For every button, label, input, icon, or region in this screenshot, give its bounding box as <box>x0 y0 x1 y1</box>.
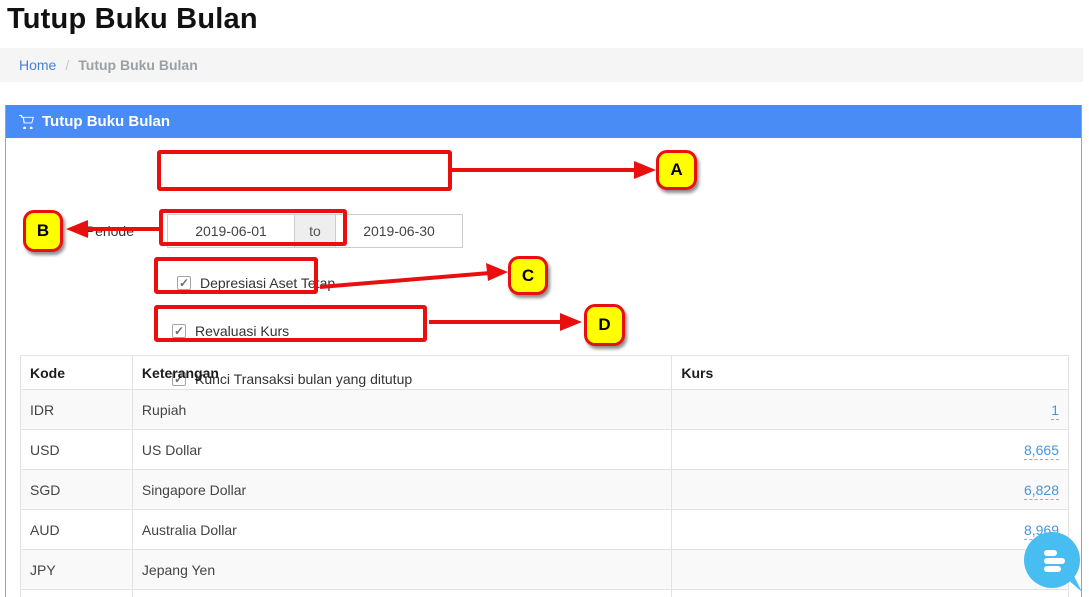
page-title: Tutup Buku Bulan <box>7 3 258 35</box>
table-header-row: Kode Keterangan Kurs <box>20 355 1069 390</box>
panel-title: Tutup Buku Bulan <box>42 113 171 130</box>
main-panel: Tutup Buku Bulan Periode to ✓ Depresiasi… <box>5 105 1082 597</box>
table-row: JPY Jepang Yen <box>20 549 1069 590</box>
breadcrumb-separator: / <box>65 57 70 73</box>
cell-kode: SGD <box>20 469 133 510</box>
cell-keterangan: Australia Dollar <box>131 509 673 550</box>
table-row: IDR Rupiah 1 <box>20 389 1069 430</box>
chat-widget-button[interactable] <box>1022 530 1086 594</box>
cell-kode: USD <box>20 429 133 470</box>
cell-kode: AUD <box>20 509 133 550</box>
kurs-editable-link[interactable]: 6,828 <box>1023 481 1059 500</box>
date-range-group: to <box>167 214 463 248</box>
cell-keterangan: Jepang Yen <box>131 549 673 590</box>
annotation-label-a: A <box>656 150 697 190</box>
chat-bubble-icon <box>1024 532 1082 592</box>
checkbox-revaluasi-label: Revaluasi Kurs <box>195 323 290 339</box>
kurs-editable-link[interactable]: 1 <box>1051 401 1059 420</box>
kurs-editable-link[interactable]: 8,665 <box>1023 441 1059 460</box>
header-kurs: Kurs <box>671 355 1069 390</box>
table-row: USD US Dollar 8,665 <box>20 429 1069 470</box>
cell-kode: JPY <box>20 549 133 590</box>
date-to-input[interactable] <box>335 214 463 248</box>
date-range-separator: to <box>295 214 335 248</box>
breadcrumb: Home / Tutup Buku Bulan <box>0 48 1083 82</box>
header-kode: Kode <box>20 355 133 390</box>
checkbox-depresiasi[interactable]: ✓ Depresiasi Aset Tetap <box>177 275 335 291</box>
breadcrumb-home-link[interactable]: Home <box>19 57 57 73</box>
annotation-label-c: C <box>508 256 548 295</box>
breadcrumb-current: Tutup Buku Bulan <box>78 57 198 73</box>
cell-keterangan: Singapore Dollar <box>131 469 673 510</box>
shopping-cart-icon <box>19 114 34 129</box>
checkbox-depresiasi-label: Depresiasi Aset Tetap <box>200 275 336 291</box>
panel-header: Tutup Buku Bulan <box>6 105 1081 138</box>
kurs-table: Kode Keterangan Kurs IDR Rupiah 1 USD US… <box>20 355 1069 597</box>
table-row: AUD Australia Dollar 8,969 <box>20 509 1069 550</box>
date-from-input[interactable] <box>167 214 295 248</box>
cell-keterangan: Rupiah <box>131 389 673 430</box>
annotation-label-d: D <box>584 304 625 346</box>
checkbox-checked-icon[interactable]: ✓ <box>177 276 191 290</box>
table-row: SGD Singapore Dollar 6,828 <box>20 469 1069 510</box>
table-row <box>20 589 1069 597</box>
cell-keterangan: US Dollar <box>131 429 673 470</box>
annotation-label-b: B <box>23 210 63 252</box>
cell-kode: IDR <box>20 389 133 430</box>
header-keterangan: Keterangan <box>131 355 673 390</box>
checkbox-revaluasi[interactable]: ✓ Revaluasi Kurs <box>172 323 289 339</box>
checkbox-checked-icon[interactable]: ✓ <box>172 324 186 338</box>
